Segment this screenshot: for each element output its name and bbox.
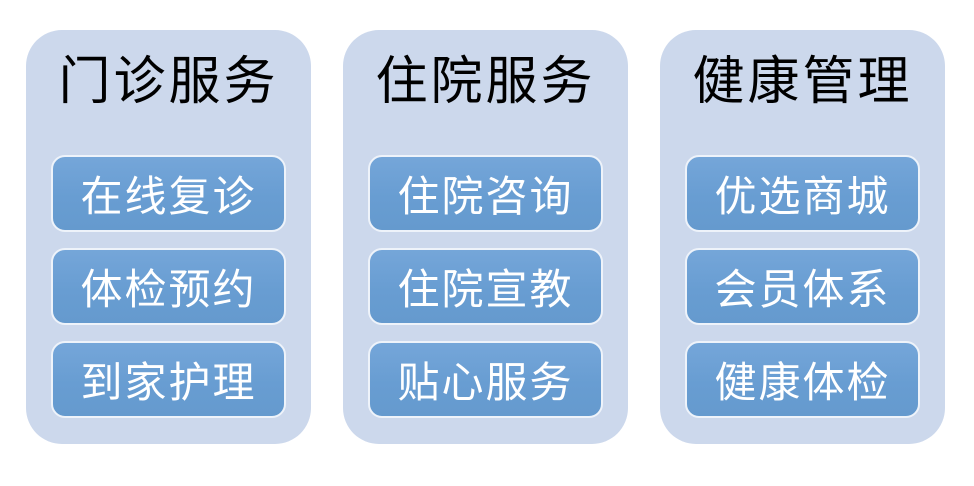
outpatient-button-stack: 在线复诊 体检预约 到家护理: [51, 155, 286, 418]
button-home-nursing[interactable]: 到家护理: [51, 341, 286, 418]
panel-outpatient-services: 门诊服务 在线复诊 体检预约 到家护理: [26, 30, 311, 444]
button-health-checkup[interactable]: 健康体检: [685, 341, 920, 418]
button-membership-system[interactable]: 会员体系: [685, 248, 920, 325]
health-management-button-stack: 优选商城 会员体系 健康体检: [685, 155, 920, 418]
button-admission-education[interactable]: 住院宣教: [368, 248, 603, 325]
button-checkup-appointment[interactable]: 体检预约: [51, 248, 286, 325]
panel-title-inpatient: 住院服务: [375, 52, 596, 112]
button-preferred-mall[interactable]: 优选商城: [685, 155, 920, 232]
button-caring-service[interactable]: 贴心服务: [368, 341, 603, 418]
panel-title-outpatient: 门诊服务: [58, 52, 279, 112]
inpatient-button-stack: 住院咨询 住院宣教 贴心服务: [368, 155, 603, 418]
panel-health-management: 健康管理 优选商城 会员体系 健康体检: [660, 30, 945, 444]
button-online-followup[interactable]: 在线复诊: [51, 155, 286, 232]
panel-title-health-management: 健康管理: [692, 52, 913, 112]
button-admission-consultation[interactable]: 住院咨询: [368, 155, 603, 232]
panel-inpatient-services: 住院服务 住院咨询 住院宣教 贴心服务: [343, 30, 628, 444]
